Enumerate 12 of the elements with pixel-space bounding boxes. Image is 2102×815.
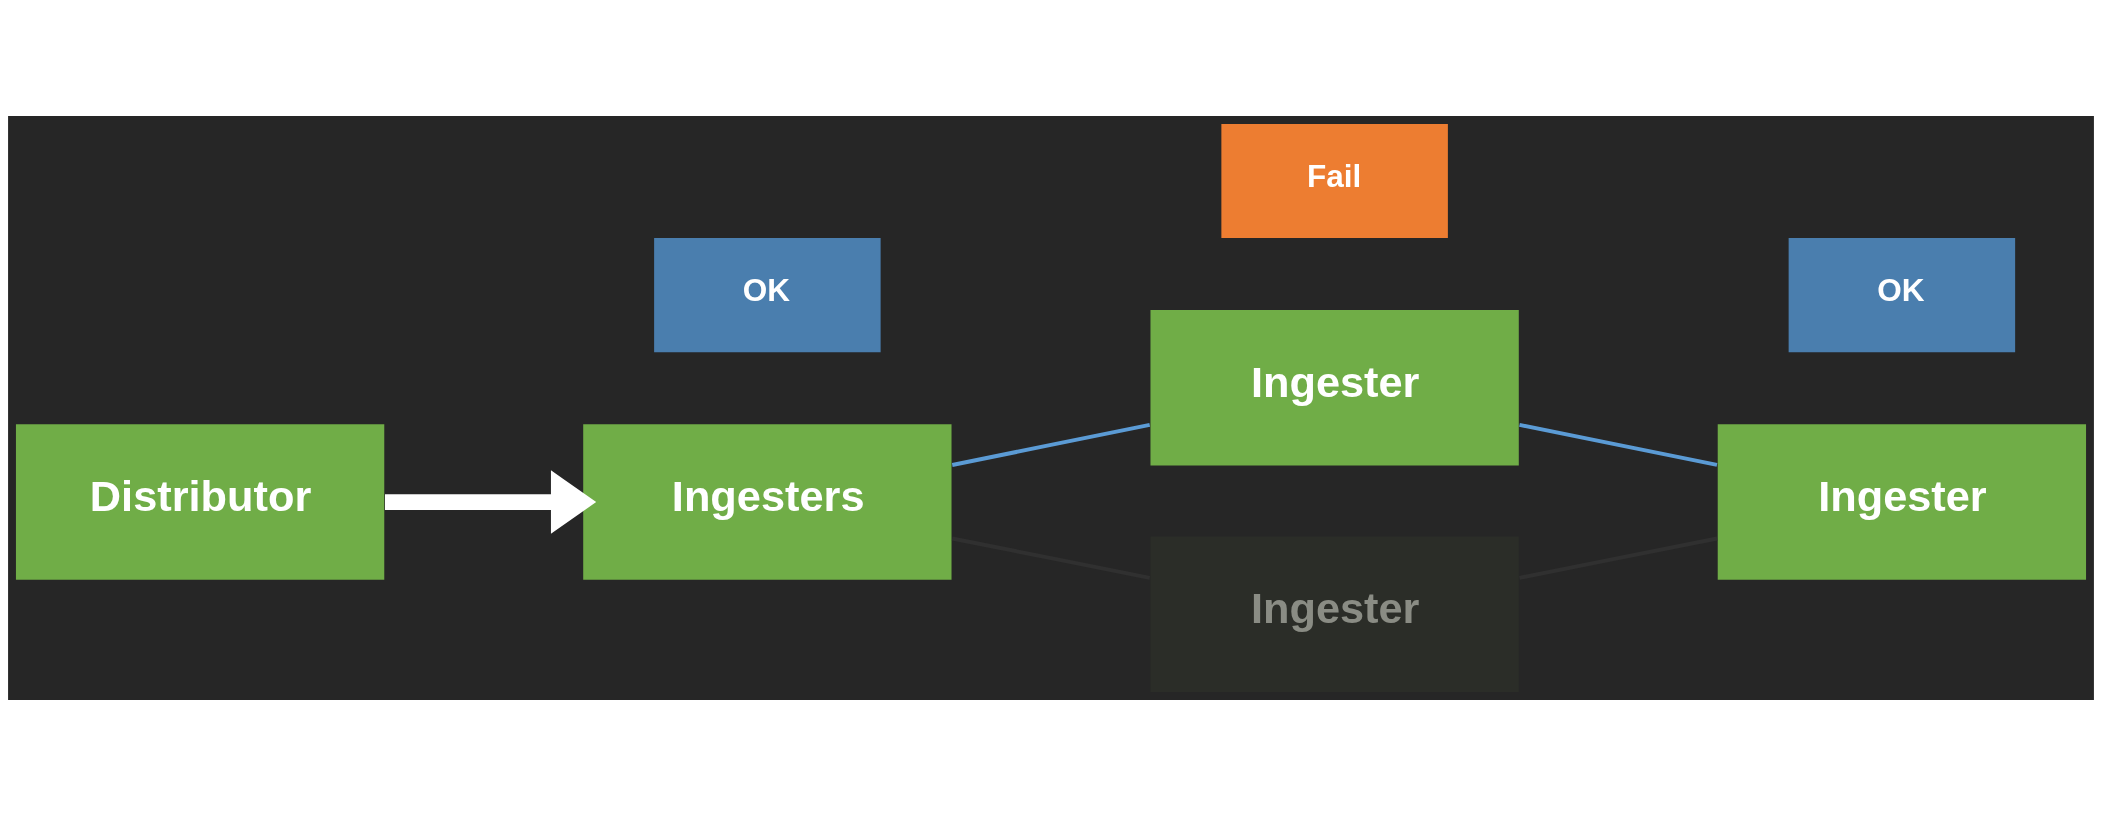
node-box: Ingester	[1150, 309, 1519, 466]
connector	[1519, 536, 1718, 580]
connector	[951, 536, 1151, 580]
connector	[1519, 422, 1718, 467]
connector	[951, 422, 1151, 467]
node-box: Ingesters	[583, 423, 952, 580]
node-box: OK	[654, 237, 881, 352]
node-box: Fail	[1221, 123, 1448, 238]
node-box: OK	[1788, 237, 2016, 352]
node-box: Ingester	[1717, 423, 2087, 580]
node-box: Distributor	[15, 423, 385, 580]
arrow	[385, 469, 597, 534]
